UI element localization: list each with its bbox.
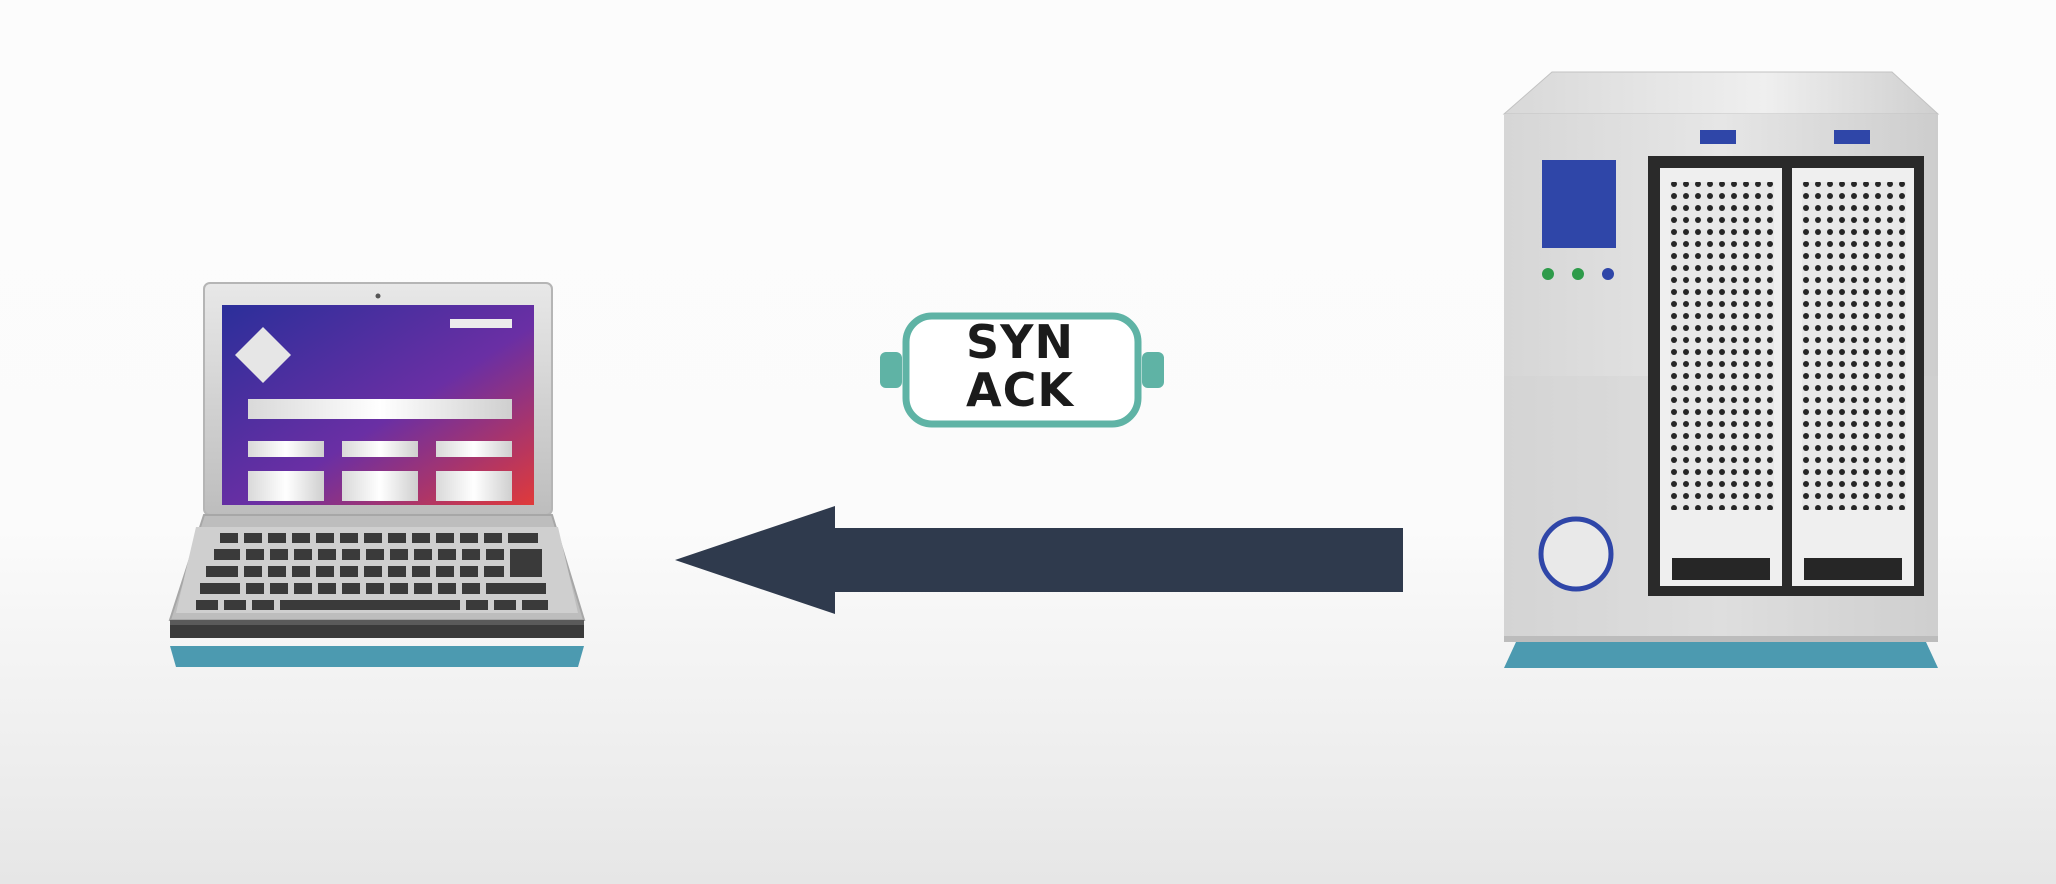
packet-label-syn: SYN — [966, 315, 1074, 369]
arrow-left-icon — [675, 506, 1403, 614]
packet-icon — [880, 312, 1164, 428]
laptop-icon — [168, 282, 586, 667]
packet-label: SYN ACK — [905, 318, 1135, 414]
laptop-base — [170, 646, 584, 667]
nas-server-icon — [1502, 71, 1940, 668]
power-button-icon — [1538, 516, 1614, 592]
packet-label-ack: ACK — [965, 363, 1074, 417]
server-base — [1504, 642, 1938, 668]
server-display — [1542, 160, 1616, 248]
